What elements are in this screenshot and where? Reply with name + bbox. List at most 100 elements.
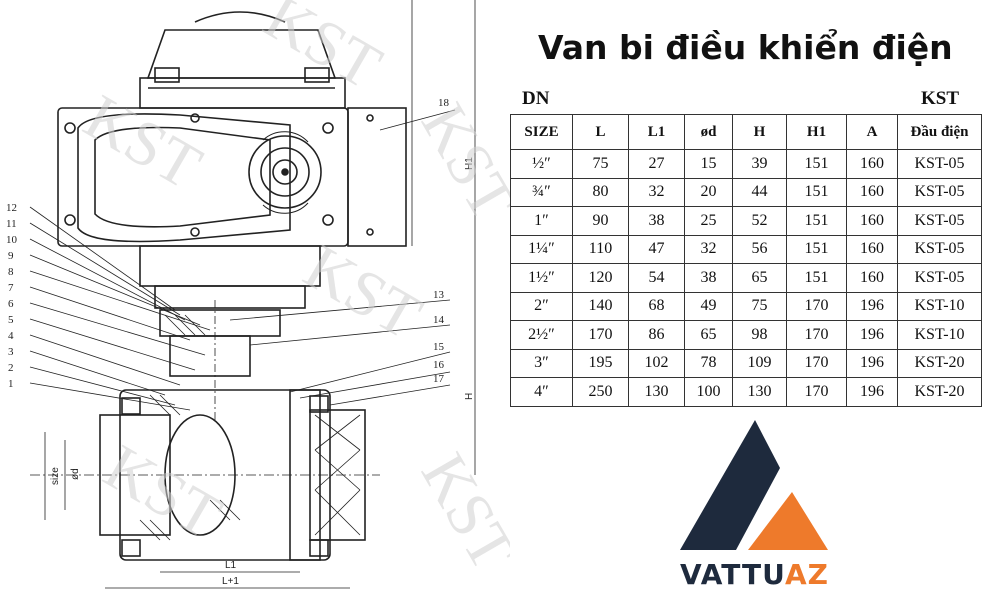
part-number: 12 <box>6 202 17 214</box>
cell: 170 <box>786 291 847 321</box>
dn-label: DN <box>522 88 550 109</box>
vattuaz-logo-mark <box>680 420 828 550</box>
header-actuator: Đầu điện <box>897 114 982 150</box>
cell: 160 <box>846 206 898 236</box>
page-title: Van bi điều khiển điện <box>538 28 953 67</box>
part-number: 1 <box>8 378 14 390</box>
cell: 170 <box>786 320 847 350</box>
handwheel-outer <box>248 135 322 209</box>
actuator-base <box>139 245 321 287</box>
header-size: SIZE <box>510 114 573 150</box>
cell: 170 <box>572 320 629 350</box>
cell: 32 <box>628 177 685 207</box>
cell: 196 <box>846 320 898 350</box>
cell: 75 <box>572 149 629 179</box>
cell: 160 <box>846 149 898 179</box>
cell: 151 <box>786 177 847 207</box>
cell: 25 <box>684 206 733 236</box>
part-number: 6 <box>8 298 14 310</box>
part-number: 16 <box>433 359 445 371</box>
header-l: L <box>572 114 629 150</box>
cell: KST-20 <box>897 377 982 407</box>
logo-orange-shape <box>748 492 828 550</box>
header-h1: H1 <box>786 114 847 150</box>
cell: 49 <box>684 291 733 321</box>
part-number: 4 <box>8 330 14 342</box>
cell: 38 <box>628 206 685 236</box>
cell: KST-05 <box>897 263 982 293</box>
part-number: 17 <box>433 373 445 385</box>
part-number: 14 <box>433 314 445 326</box>
cell: 32 <box>684 234 733 264</box>
cell: 140 <box>572 291 629 321</box>
header-od: ød <box>684 114 733 150</box>
cell: 98 <box>732 320 787 350</box>
cell: KST-10 <box>897 320 982 350</box>
cell: 4″ <box>510 377 573 407</box>
dim-h-label: H <box>464 393 475 400</box>
cell: 39 <box>732 149 787 179</box>
cell: ½″ <box>510 149 573 179</box>
logo-text-main: VATTU <box>680 558 785 591</box>
cell: 54 <box>628 263 685 293</box>
dim-od-label: ød <box>70 468 81 480</box>
cell: 56 <box>732 234 787 264</box>
cell: 196 <box>846 348 898 378</box>
cell: KST-05 <box>897 149 982 179</box>
cell: 90 <box>572 206 629 236</box>
cell: 38 <box>684 263 733 293</box>
cell: 20 <box>684 177 733 207</box>
logo-dark-shape <box>680 420 780 550</box>
svg-text:KST: KST <box>73 81 213 203</box>
cell: 151 <box>786 263 847 293</box>
part-number: 5 <box>8 314 14 326</box>
cell: 195 <box>572 348 629 378</box>
cell: 3″ <box>510 348 573 378</box>
cell: 78 <box>684 348 733 378</box>
part-number: 7 <box>8 282 14 294</box>
part-number: 15 <box>433 341 445 353</box>
cell: 196 <box>846 291 898 321</box>
header-h: H <box>732 114 787 150</box>
cell: 151 <box>786 206 847 236</box>
dim-size-label: size <box>50 467 61 485</box>
cell: 160 <box>846 177 898 207</box>
cell: 86 <box>628 320 685 350</box>
brand-label: KST <box>921 88 960 109</box>
part-number: 8 <box>8 266 14 278</box>
actuator-dome <box>194 11 286 23</box>
cell: 110 <box>572 234 629 264</box>
cell: 52 <box>732 206 787 236</box>
cell: KST-20 <box>897 348 982 378</box>
cell: 15 <box>684 149 733 179</box>
cell: 170 <box>786 348 847 378</box>
svg-text:KST: KST <box>408 92 510 232</box>
cell: 1¼″ <box>510 234 573 264</box>
cell: 2″ <box>510 291 573 321</box>
cell: ¾″ <box>510 177 573 207</box>
cell: 44 <box>732 177 787 207</box>
cell: 102 <box>628 348 685 378</box>
cell: 27 <box>628 149 685 179</box>
table-header-row: SIZE L L1 ød H H1 A Đầu điện <box>510 114 982 150</box>
cell: 160 <box>846 234 898 264</box>
cell: 68 <box>628 291 685 321</box>
cell: KST-05 <box>897 206 982 236</box>
svg-text:KST: KST <box>408 442 510 582</box>
logo-text-accent: AZ <box>784 558 829 591</box>
cell: 170 <box>786 377 847 407</box>
part-number: 3 <box>8 346 14 358</box>
vattuaz-logo-text: VATTUAZ <box>680 558 829 591</box>
cell: 1½″ <box>510 263 573 293</box>
cell: 75 <box>732 291 787 321</box>
part-number: 13 <box>433 289 445 301</box>
cell: KST-10 <box>897 291 982 321</box>
cell: 80 <box>572 177 629 207</box>
